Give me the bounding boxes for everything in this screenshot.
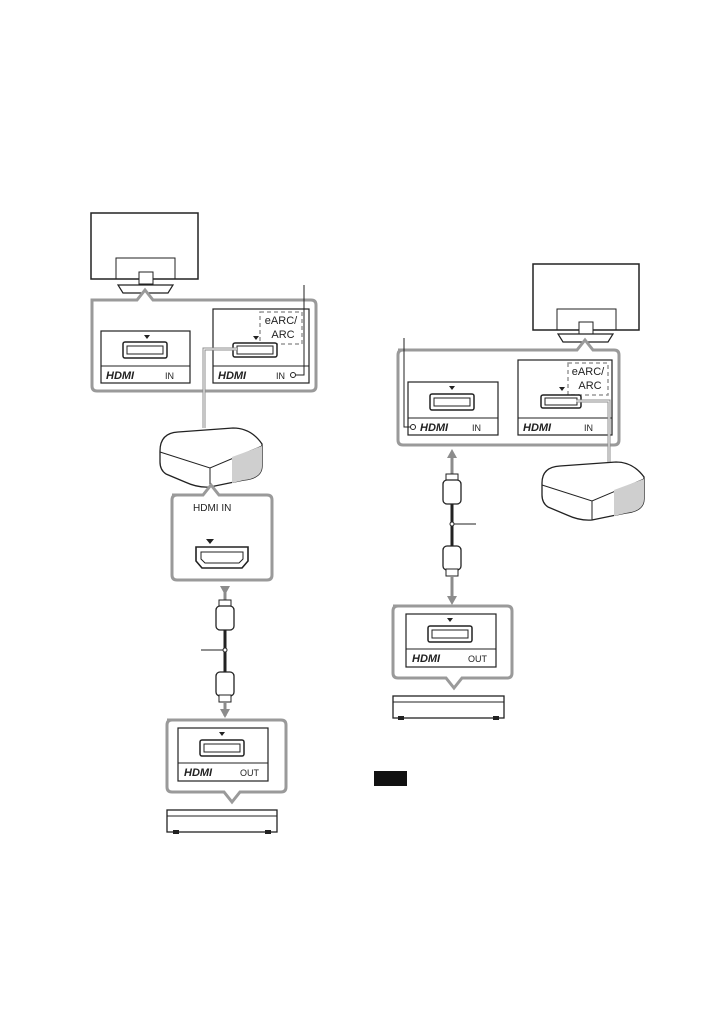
tv-left bbox=[91, 213, 198, 293]
streaming-box-input-panel: HDMI IN bbox=[172, 485, 272, 580]
hdmi-cable-right bbox=[443, 449, 476, 605]
source-device-left bbox=[167, 810, 277, 834]
earc-label-line2: ARC bbox=[578, 380, 601, 392]
hdmi-logo-text: HDMI bbox=[523, 422, 552, 434]
port-in-label: IN bbox=[472, 423, 481, 433]
port-out-label: OUT bbox=[468, 654, 488, 664]
hdmi-logo-text: HDMI bbox=[420, 422, 449, 434]
tv-right-hdmi-earc-port: eARC/ ARC HDMI IN bbox=[518, 360, 612, 435]
streaming-box-right bbox=[542, 462, 644, 520]
right-diagram: HDMI IN eARC/ ARC HDMI IN bbox=[374, 264, 644, 786]
earc-label-line2: ARC bbox=[271, 329, 294, 341]
tv-left-hdmi-in-port-1: HDMI IN bbox=[101, 331, 190, 383]
hdmi-logo-text: HDMI bbox=[218, 370, 247, 382]
note-badge bbox=[374, 771, 407, 786]
hdmi-logo-text: HDMI bbox=[412, 653, 441, 665]
source-left-output-panel: HDMI OUT bbox=[167, 720, 286, 802]
streaming-box-left bbox=[160, 428, 262, 487]
port-in-label: IN bbox=[165, 371, 174, 381]
hdmi-logo-text: HDMI bbox=[184, 767, 213, 779]
port-in-label: IN bbox=[276, 371, 285, 381]
source-device-right bbox=[393, 696, 504, 720]
earc-label-line1: eARC/ bbox=[265, 315, 298, 327]
tv-right-hdmi-in-port-1: HDMI IN bbox=[408, 382, 498, 435]
port-out-label: OUT bbox=[240, 768, 260, 778]
tv-left-hdmi-earc-port: eARC/ ARC HDMI IN bbox=[213, 309, 309, 383]
port-in-label: IN bbox=[584, 423, 593, 433]
tv-right-port-panel: HDMI IN eARC/ ARC HDMI IN bbox=[398, 338, 619, 445]
earc-label-line1: eARC/ bbox=[572, 366, 605, 378]
hdmi-logo-text: HDMI bbox=[106, 370, 135, 382]
source-right-output-panel: HDMI OUT bbox=[393, 606, 512, 688]
tv-right bbox=[533, 264, 639, 342]
hdmi-cable-left bbox=[201, 586, 234, 718]
streaming-box-input-label: HDMI IN bbox=[193, 503, 231, 514]
left-diagram: HDMI IN eARC/ ARC HDMI IN bbox=[91, 213, 316, 834]
